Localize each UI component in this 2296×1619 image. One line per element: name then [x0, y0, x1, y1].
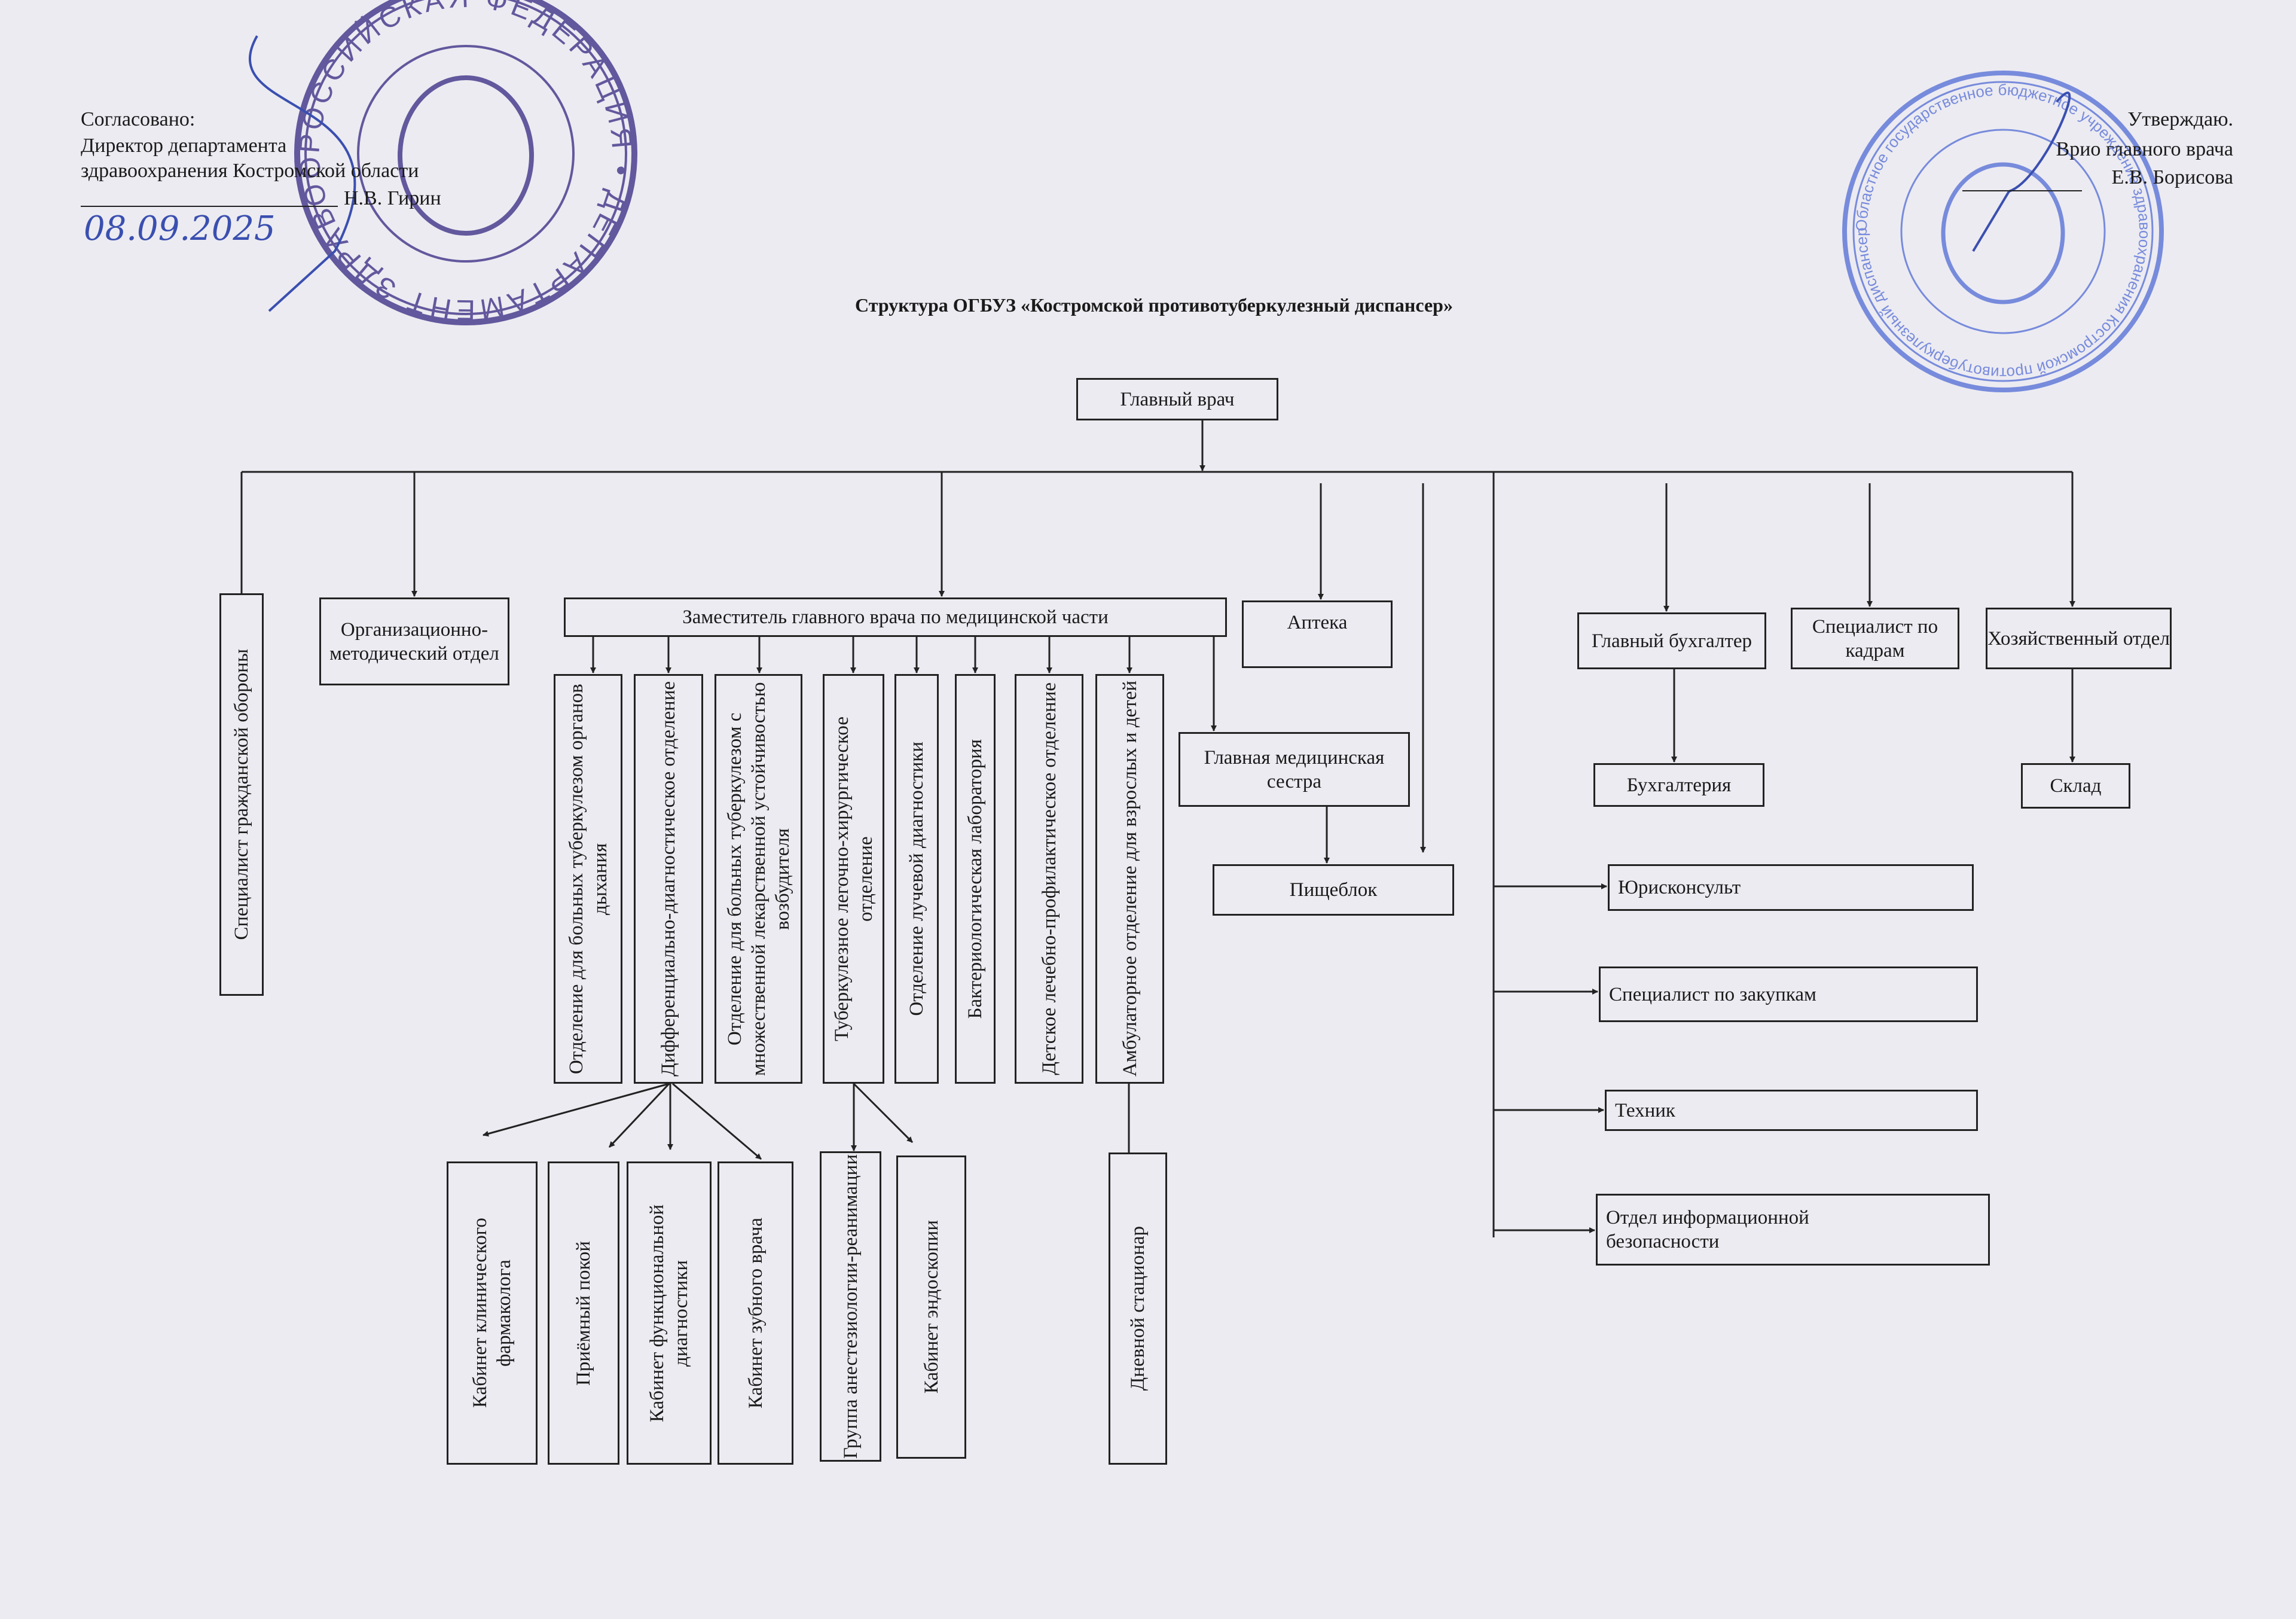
approver-department: здравоохранения Костромской области — [81, 160, 419, 182]
sub-unit-box: Группа анестезиологии-реанимации — [820, 1151, 881, 1462]
pharmacy-box: Аптека — [1242, 600, 1393, 668]
infosec-box: Отдел информационной безопасности — [1596, 1194, 1990, 1266]
signature-line — [81, 206, 338, 207]
sub-unit-box: Дневной стационар — [1109, 1152, 1167, 1465]
coat-of-arms-icon — [398, 75, 534, 236]
deputy-chief-box: Заместитель главного врача по медицинско… — [564, 597, 1227, 637]
sub-unit-box: Приёмный покой — [548, 1161, 619, 1465]
chief-accountant-box: Главный бухгалтер — [1577, 612, 1766, 669]
department-box: Дифференциально-диагностическое отделени… — [634, 674, 703, 1084]
sub-unit-box: Кабинет клинического фармаколога — [447, 1161, 538, 1465]
org-method-dept-box: Организационно-методический отдел — [319, 597, 509, 685]
procurement-box: Специалист по закупкам — [1599, 966, 1978, 1022]
approver-name: Н.В. Гирин — [344, 187, 441, 209]
confirmer-name: Е.В. Борисова — [2111, 166, 2233, 188]
department-box: Отделение лучевой диагностики — [894, 674, 939, 1084]
civil-defense-box: Специалист гражданской обороны — [219, 593, 264, 996]
page-title: Структура ОГБУЗ «Костромской противотубе… — [855, 294, 1453, 316]
department-box: Туберкулезное легочно-хирургическое отде… — [823, 674, 884, 1084]
department-box: Отделение для больных туберкулезом орган… — [554, 674, 622, 1084]
sub-unit-box: Кабинет функциональной диагностики — [627, 1161, 712, 1465]
signature-line — [1962, 190, 2082, 191]
sub-unit-box: Кабинет эндоскопии — [896, 1155, 966, 1459]
chief-physician-box: Главный врач — [1076, 378, 1278, 420]
sub-unit-box: Кабинет зубного врача — [718, 1161, 793, 1465]
department-box: Бактериологическая лаборатория — [955, 674, 996, 1084]
department-box: Амбулаторное отделение для взрослых и де… — [1095, 674, 1164, 1084]
legal-counsel-box: Юрисконсульт — [1608, 864, 1974, 911]
approver-position: Директор департамента — [81, 135, 287, 157]
signature-left — [248, 35, 356, 312]
approved-label: Согласовано: — [81, 108, 196, 130]
coat-of-arms-icon — [1941, 162, 2065, 304]
department-box: Отделение для больных туберкулезом с мно… — [715, 674, 802, 1084]
handwritten-date: 08.09.2025 — [84, 209, 276, 248]
kitchen-box: Пищеблок — [1213, 864, 1454, 916]
head-nurse-box: Главная медицинская сестра — [1178, 732, 1410, 807]
household-dept-box: Хозяйственный отдел — [1986, 608, 2172, 669]
confirm-label: Утверждаю. — [2127, 108, 2233, 130]
confirmer-position: Врио главного врача — [2056, 138, 2233, 160]
technician-box: Техник — [1605, 1090, 1978, 1131]
department-box: Детское лечебно-профилактическое отделен… — [1015, 674, 1083, 1084]
signature-right — [1972, 92, 2071, 252]
accounting-box: Бухгалтерия — [1593, 763, 1764, 807]
hr-specialist-box: Специалист по кадрам — [1791, 608, 1959, 669]
warehouse-box: Склад — [2021, 763, 2130, 809]
